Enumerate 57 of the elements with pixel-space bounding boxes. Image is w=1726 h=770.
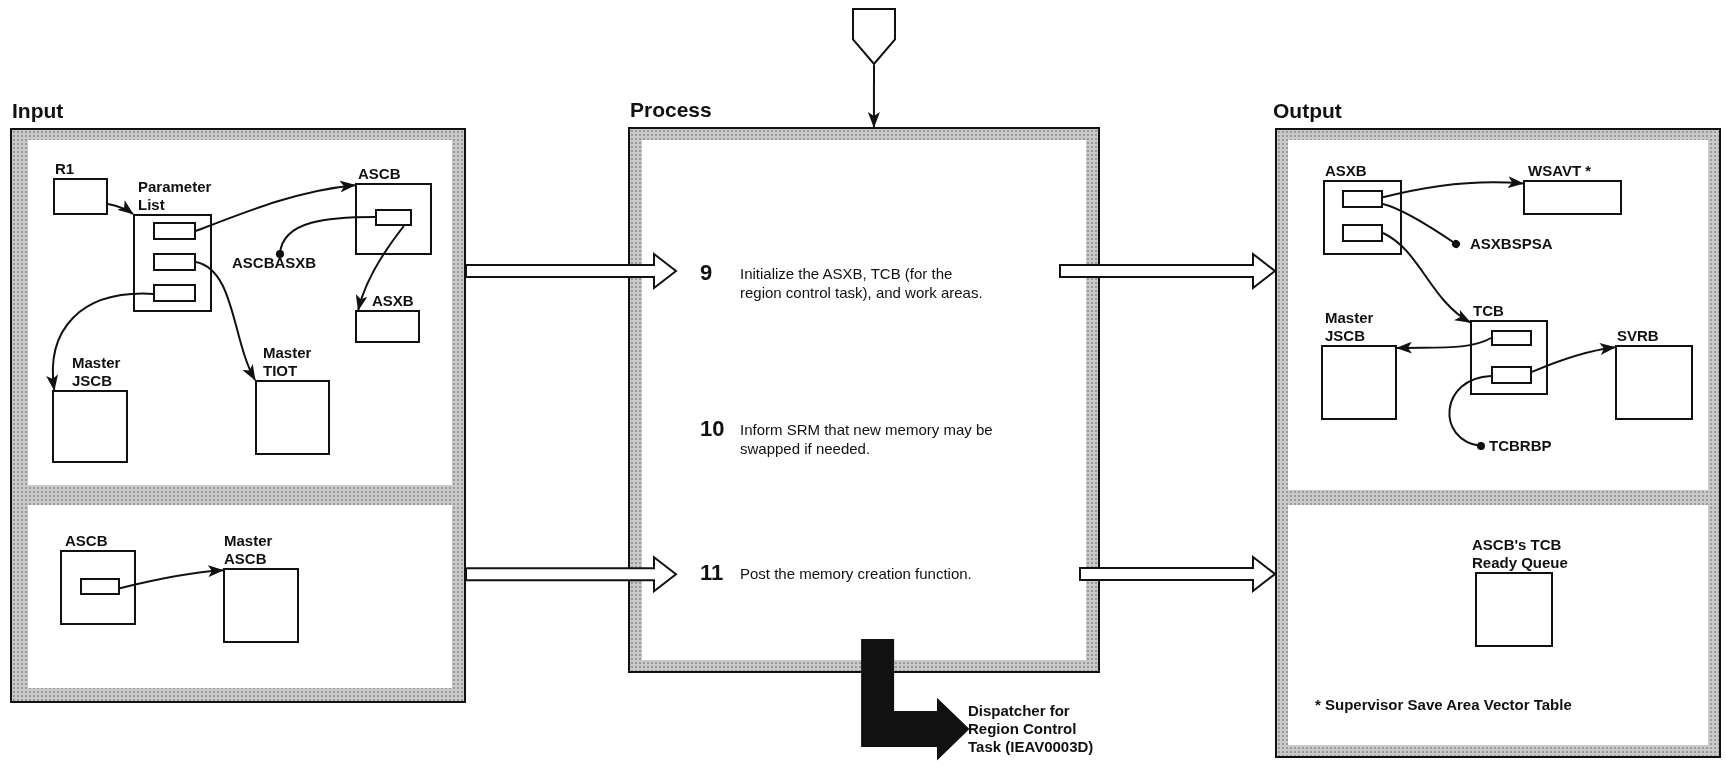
pointer-arrow [1382,232,1471,324]
step-description: Inform SRM that new memory may be swapped if needed. [740,420,994,458]
block-label: Parameter List [138,178,213,214]
leader-line [1448,374,1492,450]
block-label: Master JSCB [1325,309,1375,345]
block-label: ASXB [1325,162,1367,180]
block-arrow [1079,554,1277,594]
pointer-field [153,222,196,240]
pointer-field [153,284,196,302]
pointer-arrow [867,64,880,128]
pointer-field [1491,330,1532,346]
leader-line [276,216,376,258]
pointer-arrow [195,180,356,232]
pointer-arrow [107,200,134,215]
pointer-field [80,578,120,595]
step-description: Post the memory creation function. [740,564,973,583]
field-name: TCBRBP [1479,437,1579,455]
block-label: Master ASCB [224,532,274,568]
pointer-arrow [119,565,224,590]
field-name: ASXBSPSA [1456,235,1581,253]
footnote: * Supervisor Save Area Vector Table [1315,696,1572,714]
pointer-arrow [1531,343,1616,373]
block-label: SVRB [1617,327,1659,345]
block-label: ASXB [372,292,414,310]
block-arrow [465,555,678,594]
pointer-arrow [195,261,256,381]
pointer-field [1491,366,1532,384]
panel-heading: Output [1273,98,1342,124]
leader-line [1382,203,1460,248]
block-label: Master JSCB [72,354,122,390]
offpage-connector [852,8,896,65]
exit-arrow [861,639,970,761]
block-label: ASCB's TCB Ready Queue [1472,536,1569,572]
step-number: 10 [700,418,725,440]
block-label: ASCB [65,532,108,550]
pointer-arrow [46,292,154,391]
field-name: ASCBASXB [232,254,352,272]
block-label: WSAVT * [1528,162,1592,180]
block-label: Master TIOT [263,344,313,380]
panel-heading: Process [630,97,712,123]
pointer-arrow [1396,337,1492,354]
block-label: TCB [1473,302,1504,320]
step-number: 11 [700,562,724,584]
pointer-field [153,253,196,271]
step-number: 9 [700,262,713,284]
block-label: ASCB [358,165,401,183]
exit-label: Dispatcher for Region Control Task (IEAV0003D) [968,702,1108,756]
pointer-arrow [1382,176,1524,199]
block-label: R1 [55,160,75,178]
panel-heading: Input [12,98,64,124]
pointer-arrow [356,225,405,311]
block-arrow [1059,251,1277,291]
block-arrow [465,251,678,291]
step-description: Initialize the ASXB, TCB (for the region control task), and work areas. [740,264,984,302]
pointer-field [1342,190,1383,208]
pointer-field [1342,224,1383,242]
pointer-field [375,209,412,226]
